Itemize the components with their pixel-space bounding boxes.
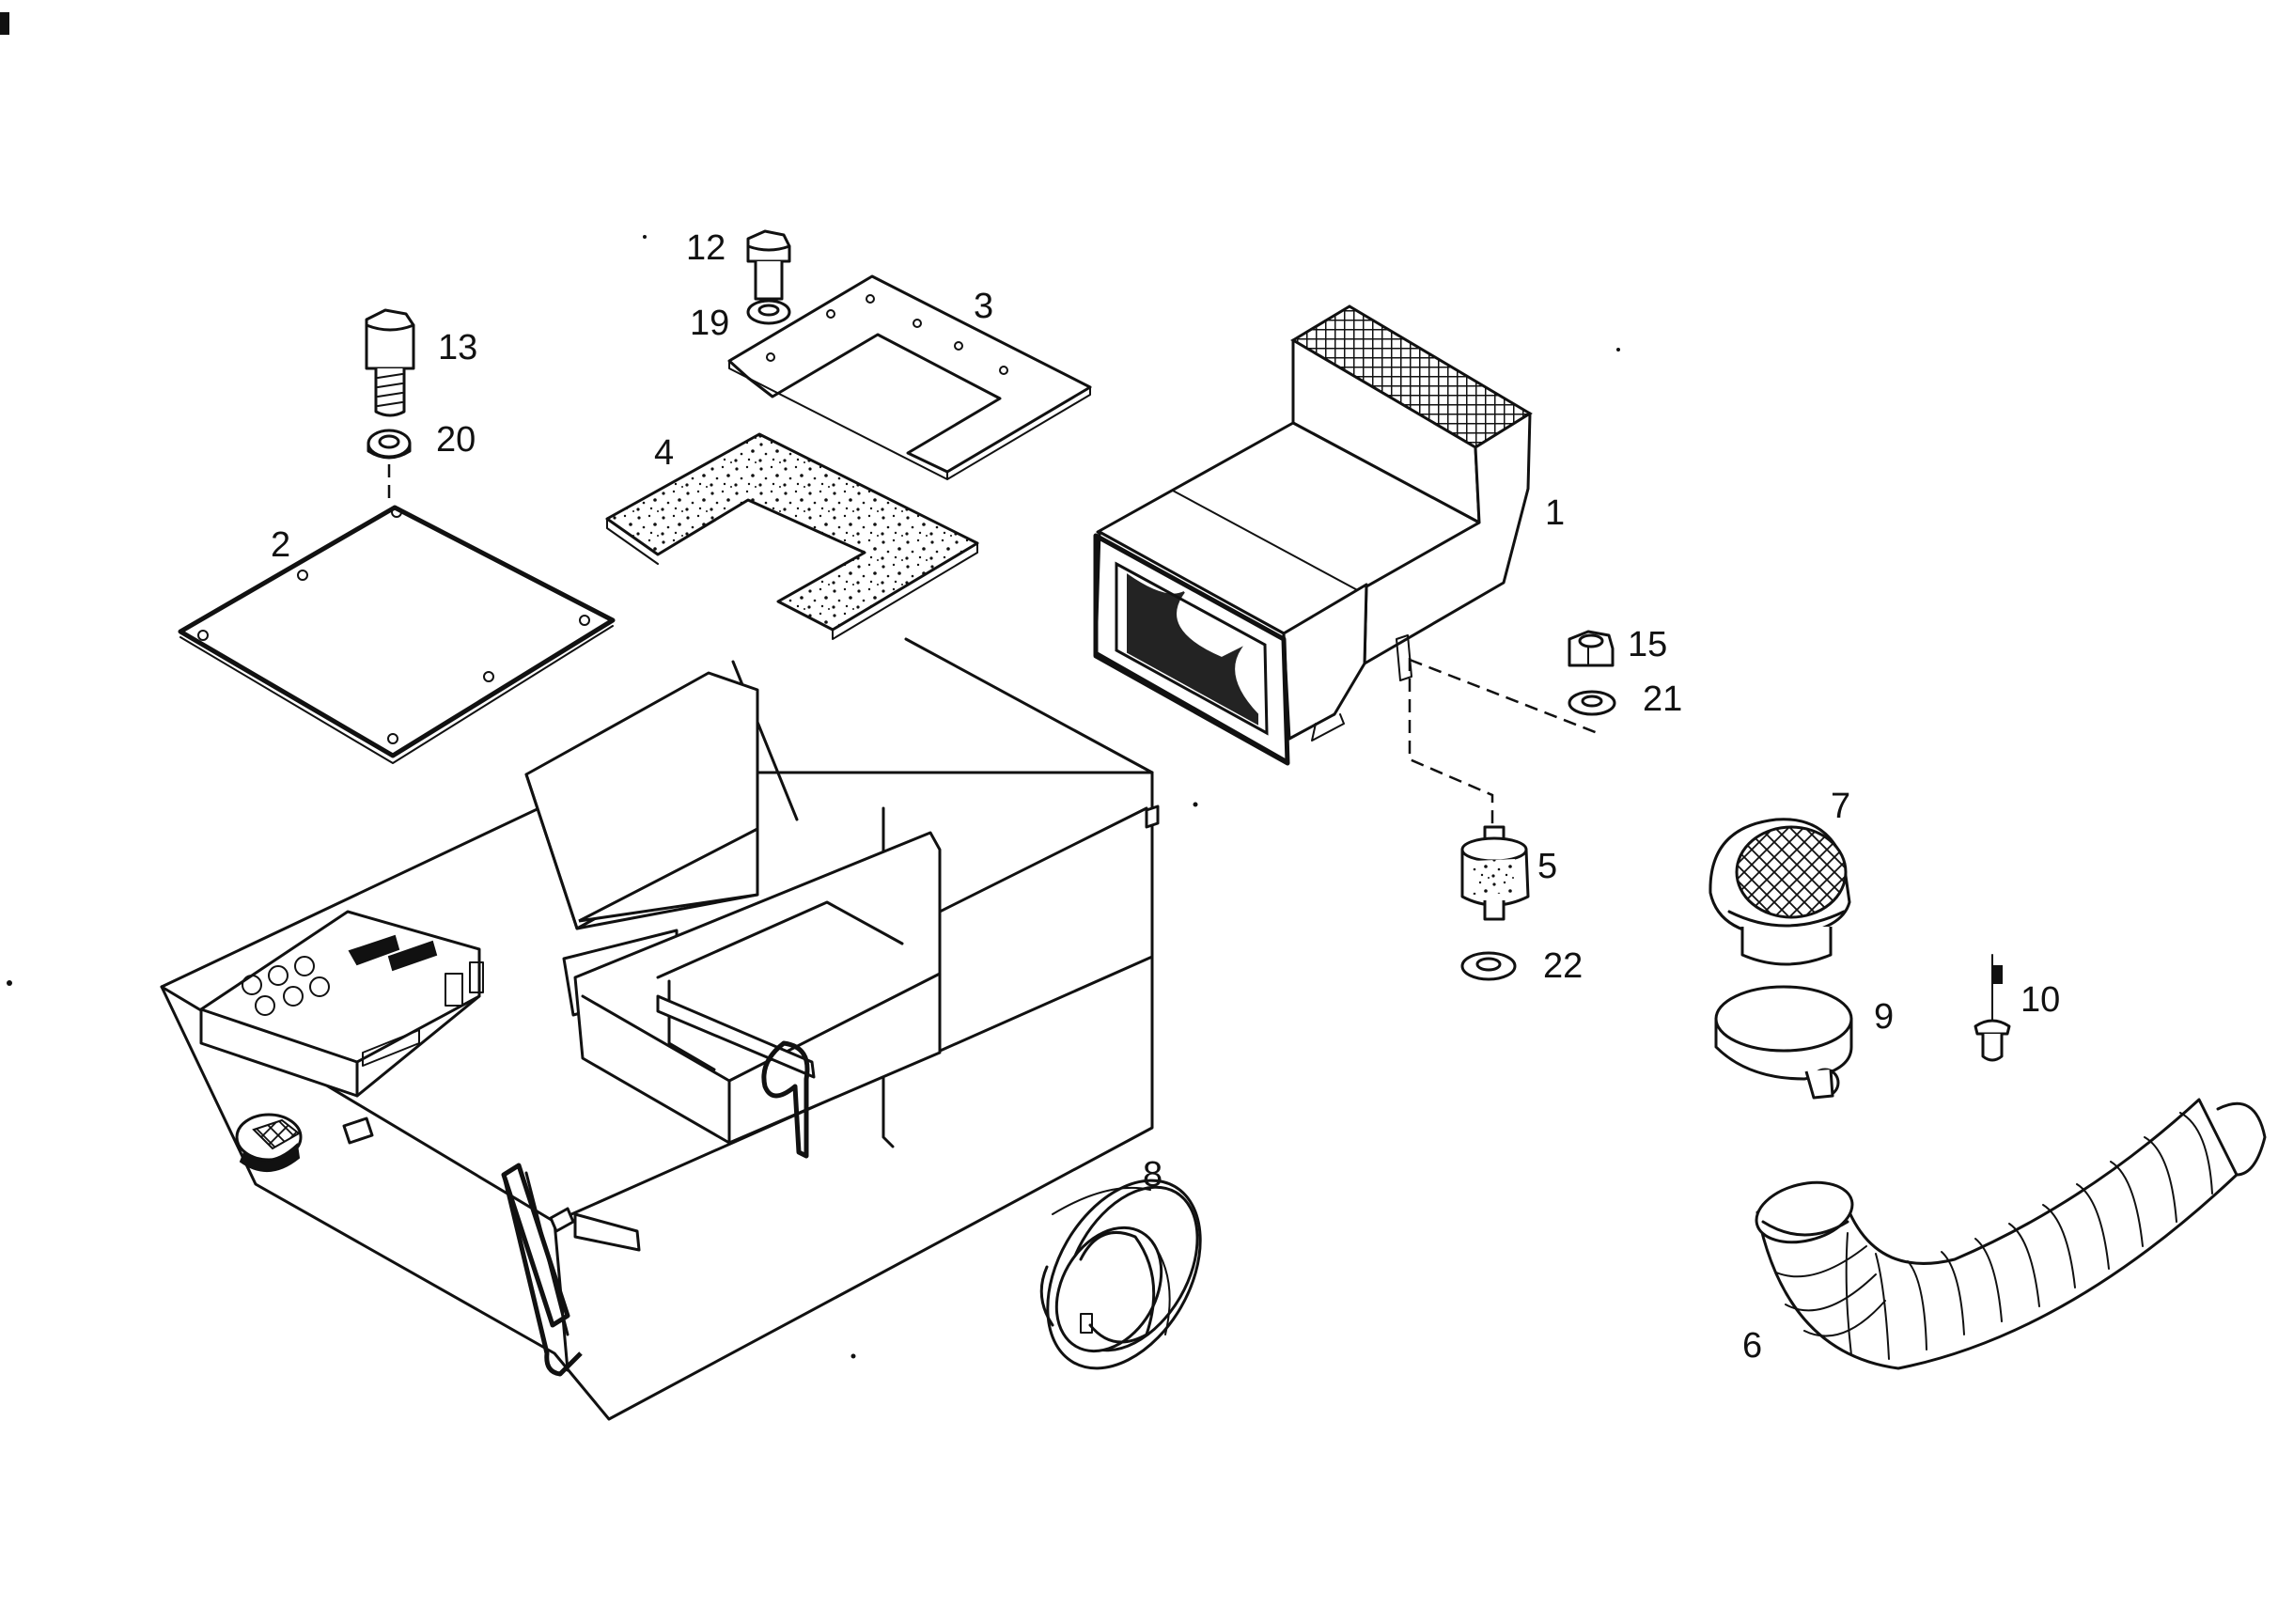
callout-7: 7 (1831, 787, 1850, 826)
part-4-gasket (605, 432, 979, 640)
callout-20: 20 (436, 420, 476, 460)
callout-1: 1 (1545, 493, 1565, 533)
callout-9: 9 (1874, 997, 1894, 1037)
callout-2: 2 (271, 525, 290, 565)
corner-mark (0, 12, 9, 35)
part-9-hose-clamp (1714, 985, 1853, 1100)
callout-8: 8 (1143, 1155, 1162, 1195)
callout-21: 21 (1643, 679, 1682, 719)
part-12-bolt (746, 229, 791, 301)
callout-12: 12 (686, 228, 726, 268)
callout-19: 19 (690, 304, 729, 343)
callout-10: 10 (2021, 980, 2060, 1020)
scan-dots (7, 235, 1620, 1359)
part-7-vent-cap (1708, 818, 1851, 966)
part-21-washer (1568, 690, 1616, 716)
part-20-washer (367, 429, 412, 460)
callout-13: 13 (438, 328, 477, 367)
leader-1-to-5 (1408, 658, 1599, 827)
part-15-nut (1568, 630, 1615, 667)
callout-22: 22 (1543, 946, 1583, 986)
part-5-rubber-mount (1460, 825, 1530, 921)
part-19-washer (746, 299, 791, 325)
callout-labels: 1 2 3 4 5 6 7 8 9 10 12 13 15 19 20 21 2… (271, 228, 2060, 1366)
callout-6: 6 (1742, 1326, 1762, 1366)
callout-3: 3 (974, 287, 993, 326)
part-6-corrugated-hose (1755, 1098, 2267, 1370)
part-1-duct-box (1093, 304, 1533, 766)
part-8-rotary-vent (1039, 1179, 1202, 1370)
heater-housing (160, 637, 1160, 1421)
part-3-u-plate (727, 274, 1092, 480)
part-2-plate (178, 505, 616, 764)
callout-15: 15 (1628, 625, 1667, 664)
part-22-washer (1460, 951, 1517, 981)
handle (501, 1163, 583, 1377)
part-10-rivet (1974, 954, 2011, 1062)
callout-5: 5 (1537, 847, 1557, 886)
control-panel-buttons (242, 934, 484, 1067)
part-13-bolt (365, 308, 415, 417)
callout-4: 4 (654, 433, 674, 473)
